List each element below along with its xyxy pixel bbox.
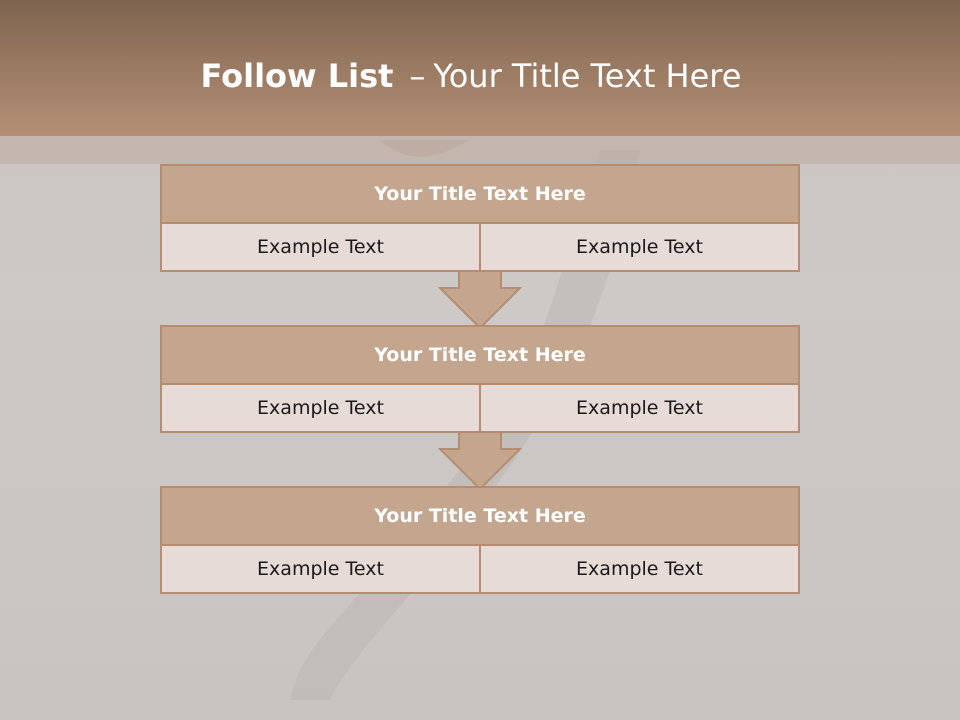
step-cell-left: Example Text [257,397,384,419]
step-box-2: Your Title Text Here Example Text Exampl… [160,325,800,433]
step-row: Example Text Example Text [162,224,798,270]
down-arrow-icon [438,431,522,491]
down-arrow-icon [438,270,522,330]
step-title: Your Title Text Here [162,488,798,546]
step-row: Example Text Example Text [162,546,798,592]
step-cell-right: Example Text [479,546,798,592]
header-band [0,136,960,164]
step-cell-left: Example Text [257,558,384,580]
step-cell-left: Example Text [257,236,384,258]
step-title: Your Title Text Here [162,166,798,224]
header-bar [0,0,960,136]
step-box-1: Your Title Text Here Example Text Exampl… [160,164,800,272]
title-separator: – [409,57,426,95]
title-bold: Follow List [200,57,394,95]
step-box-3: Your Title Text Here Example Text Exampl… [160,486,800,594]
slide-title: Follow List–Your Title Text Here [0,52,942,100]
title-rest: Your Title Text Here [433,57,742,95]
step-cell-right: Example Text [479,224,798,270]
step-cell-right: Example Text [479,385,798,431]
step-row: Example Text Example Text [162,385,798,431]
step-title: Your Title Text Here [162,327,798,385]
